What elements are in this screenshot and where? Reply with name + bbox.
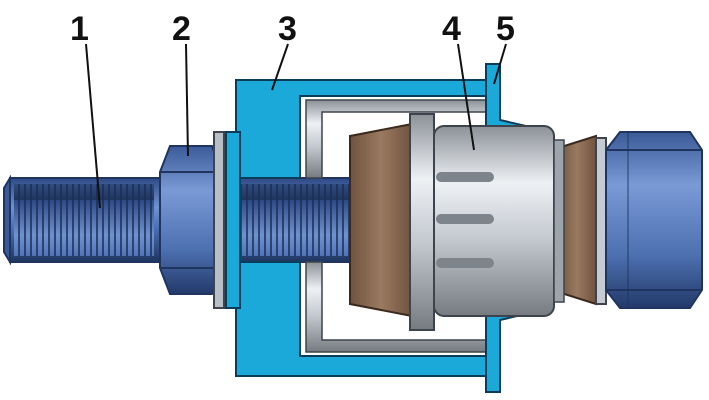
callout-line-2 (185, 43, 189, 157)
left-cone (349, 122, 413, 318)
callout-lines (85, 43, 507, 209)
washer (213, 131, 225, 309)
callout-line-5 (493, 43, 507, 85)
callout-line-3 (271, 43, 289, 91)
callout-label-3: 3 (278, 10, 297, 48)
callout-label-2: 2 (172, 10, 191, 48)
hex-nut (159, 145, 223, 295)
right-hex-nut (605, 131, 703, 309)
callout-label-5: 5 (496, 10, 515, 48)
callout-line-1 (85, 43, 101, 209)
callout-label-4: 4 (442, 10, 461, 48)
silent-block-bushing (409, 113, 565, 331)
puller-housing (225, 79, 495, 377)
right-washer (595, 137, 607, 305)
callout-line-4 (457, 43, 475, 151)
callout-label-1: 1 (70, 10, 89, 48)
